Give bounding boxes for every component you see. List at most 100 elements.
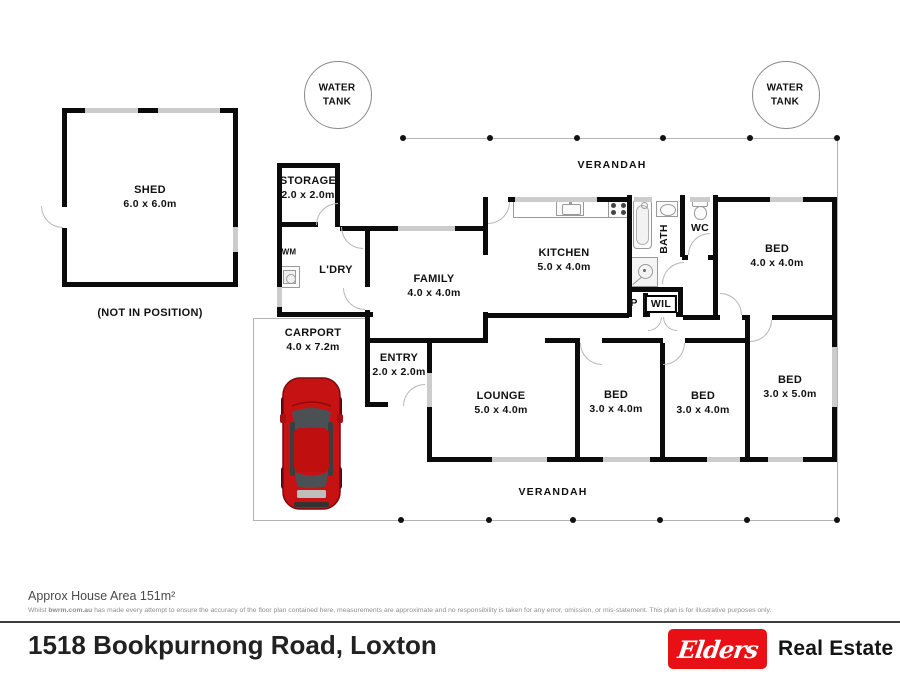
window: [515, 197, 597, 202]
window: [832, 347, 837, 407]
wall: [713, 195, 718, 317]
room-label: BED: [690, 390, 716, 402]
verandah-post-dot: [487, 135, 493, 141]
kitchen-sink-icon: [556, 200, 584, 216]
room-label: BED: [777, 374, 803, 386]
wall: [335, 163, 340, 227]
wall: [427, 343, 432, 373]
wall: [483, 312, 488, 343]
wall: [62, 108, 85, 113]
verandah-bottom: VERANDAH: [518, 486, 588, 498]
wall: [545, 338, 578, 343]
room-label: SHED: [134, 184, 166, 196]
room-dims: 3.0 x 4.0m: [676, 404, 730, 416]
wc-label: WC: [690, 222, 710, 234]
door-arc: [580, 343, 602, 365]
window: [768, 457, 803, 462]
room-dims: 5.0 x 4.0m: [537, 261, 591, 273]
verandah-post-dot: [486, 517, 492, 523]
room-label: BED: [764, 243, 790, 255]
door-arc: [341, 227, 363, 249]
wall: [365, 310, 370, 407]
toilet-icon: [691, 199, 708, 220]
door-arc: [750, 320, 772, 342]
wall: [650, 457, 707, 462]
elders-logo-text: Elders: [675, 634, 760, 664]
door-arc: [663, 343, 685, 365]
door-arc: [343, 288, 365, 310]
wall: [427, 457, 492, 462]
wall: [365, 226, 370, 287]
wall: [832, 407, 837, 462]
stove-icon: [608, 200, 629, 218]
room-label: CARPORT: [284, 327, 342, 339]
wall: [365, 338, 487, 343]
wall: [745, 315, 750, 462]
room-label: KITCHEN: [538, 247, 590, 259]
verandah-line: [253, 318, 254, 520]
wall: [277, 222, 318, 227]
wall: [547, 457, 603, 462]
room-label: LOUNGE: [476, 390, 526, 402]
wall: [660, 343, 665, 462]
wm-label: WM: [281, 247, 297, 257]
verandah-line: [403, 138, 837, 139]
room-label: ENTRY: [379, 352, 419, 364]
wall: [220, 108, 238, 113]
door-arc: [720, 293, 742, 315]
wall: [277, 312, 373, 317]
room-dims: 4.0 x 4.0m: [750, 257, 804, 269]
footer-divider: [0, 621, 900, 623]
room-dims: 3.0 x 4.0m: [589, 403, 643, 415]
window: [492, 457, 547, 462]
door-arc: [662, 262, 684, 284]
wall: [455, 226, 488, 231]
kitchen-counter: [513, 197, 629, 218]
room-label: L'DRY: [319, 264, 353, 276]
verandah-post-dot: [574, 135, 580, 141]
shower-icon: [631, 257, 658, 287]
wall: [740, 457, 768, 462]
window: [427, 373, 432, 407]
verandah-line: [837, 138, 838, 520]
room-dims: 3.0 x 5.0m: [763, 388, 817, 400]
window: [707, 457, 740, 462]
room-label: STORAGE: [279, 175, 337, 187]
wall: [832, 197, 837, 347]
wall: [508, 197, 517, 202]
wall: [427, 407, 432, 462]
bath-label: BATH: [658, 224, 670, 254]
wall: [602, 338, 663, 343]
wall: [680, 195, 685, 257]
water-tank-left-2: TANK: [322, 96, 352, 108]
room-label: FAMILY: [413, 273, 455, 285]
wall: [233, 113, 238, 227]
wall: [277, 163, 282, 227]
room-dims: 5.0 x 4.0m: [474, 404, 528, 416]
disclaimer: Whilst bwrm.com.au has made every attemp…: [28, 607, 772, 614]
verandah-post-dot: [747, 135, 753, 141]
wall: [365, 402, 388, 407]
verandah-post-dot: [744, 517, 750, 523]
window: [277, 287, 282, 307]
water-tank-right: [752, 61, 820, 129]
door-arc: [648, 317, 662, 331]
window: [634, 197, 652, 202]
p-label: P: [630, 297, 638, 309]
wall: [683, 315, 720, 320]
shed-note: (NOT IN POSITION): [97, 307, 203, 319]
water-tank-right-2: TANK: [770, 96, 800, 108]
room-dims: 4.0 x 4.0m: [407, 287, 461, 299]
verandah-line: [253, 520, 838, 521]
door-arc: [488, 202, 510, 224]
wall: [685, 338, 745, 343]
wall: [676, 312, 683, 317]
wall: [682, 255, 688, 260]
wall: [277, 163, 340, 168]
wall: [488, 313, 629, 318]
door-arc: [41, 206, 63, 228]
wall: [62, 228, 67, 287]
wall: [483, 197, 488, 255]
area-note: Approx House Area 151m²: [28, 589, 176, 603]
